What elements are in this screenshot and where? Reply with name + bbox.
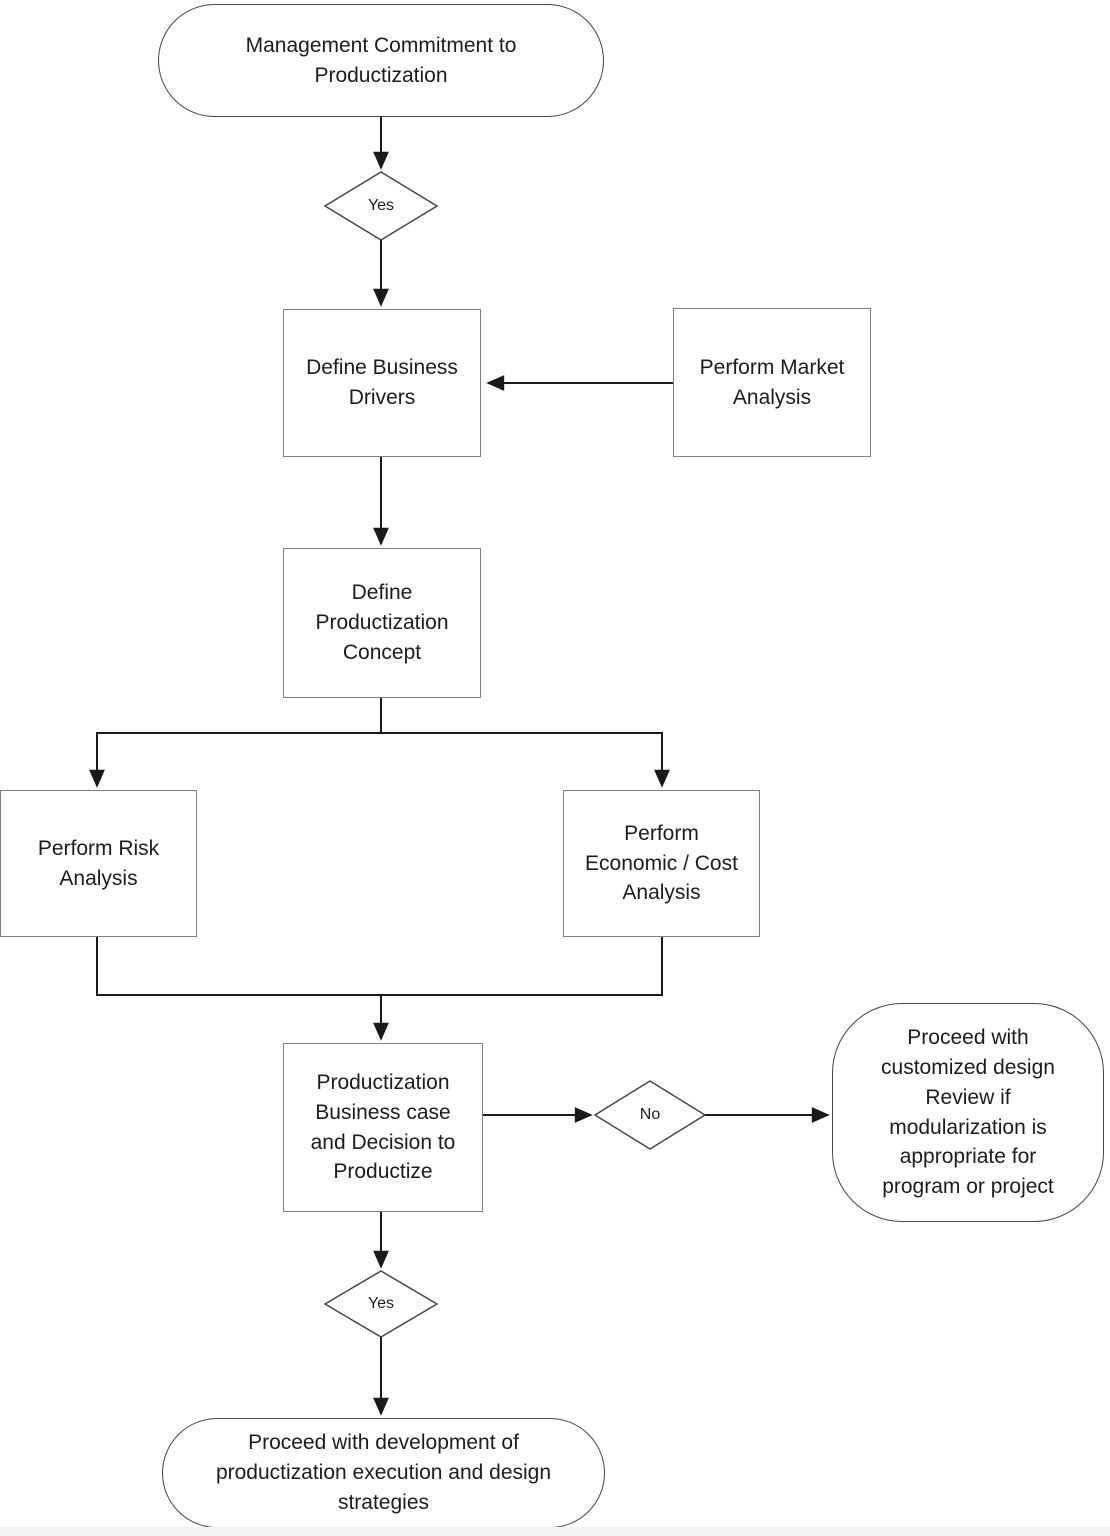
commit-decision-diamond xyxy=(323,171,439,241)
edge-concept-branch-junction xyxy=(96,697,663,734)
customized-design-terminator: Proceed with customized design Review if… xyxy=(832,1003,1104,1222)
edge-analysis-merge-junction xyxy=(96,937,663,996)
start-terminator: Management Commitment to Productization xyxy=(158,4,604,117)
commit-decision-label: Yes xyxy=(367,197,395,214)
productization-business-case-box: Productization Business case and Decisio… xyxy=(283,1043,483,1212)
proceed-development-terminator: Proceed with development of productizati… xyxy=(162,1418,605,1528)
define-productization-concept-box: Define Productization Concept xyxy=(283,548,481,698)
perform-economic-cost-analysis-box: Perform Economic / Cost Analysis xyxy=(563,790,760,937)
perform-market-analysis-box: Perform Market Analysis xyxy=(673,308,871,457)
perform-risk-analysis-box: Perform Risk Analysis xyxy=(0,790,197,937)
productize-yes-decision-label: Yes xyxy=(367,1295,395,1312)
define-business-drivers-box: Define Business Drivers xyxy=(283,309,481,457)
productize-no-decision-diamond xyxy=(593,1080,707,1150)
page-bottom-strip xyxy=(0,1527,1110,1536)
productize-no-decision-label: No xyxy=(639,1106,661,1123)
productize-yes-decision-diamond xyxy=(323,1270,439,1338)
